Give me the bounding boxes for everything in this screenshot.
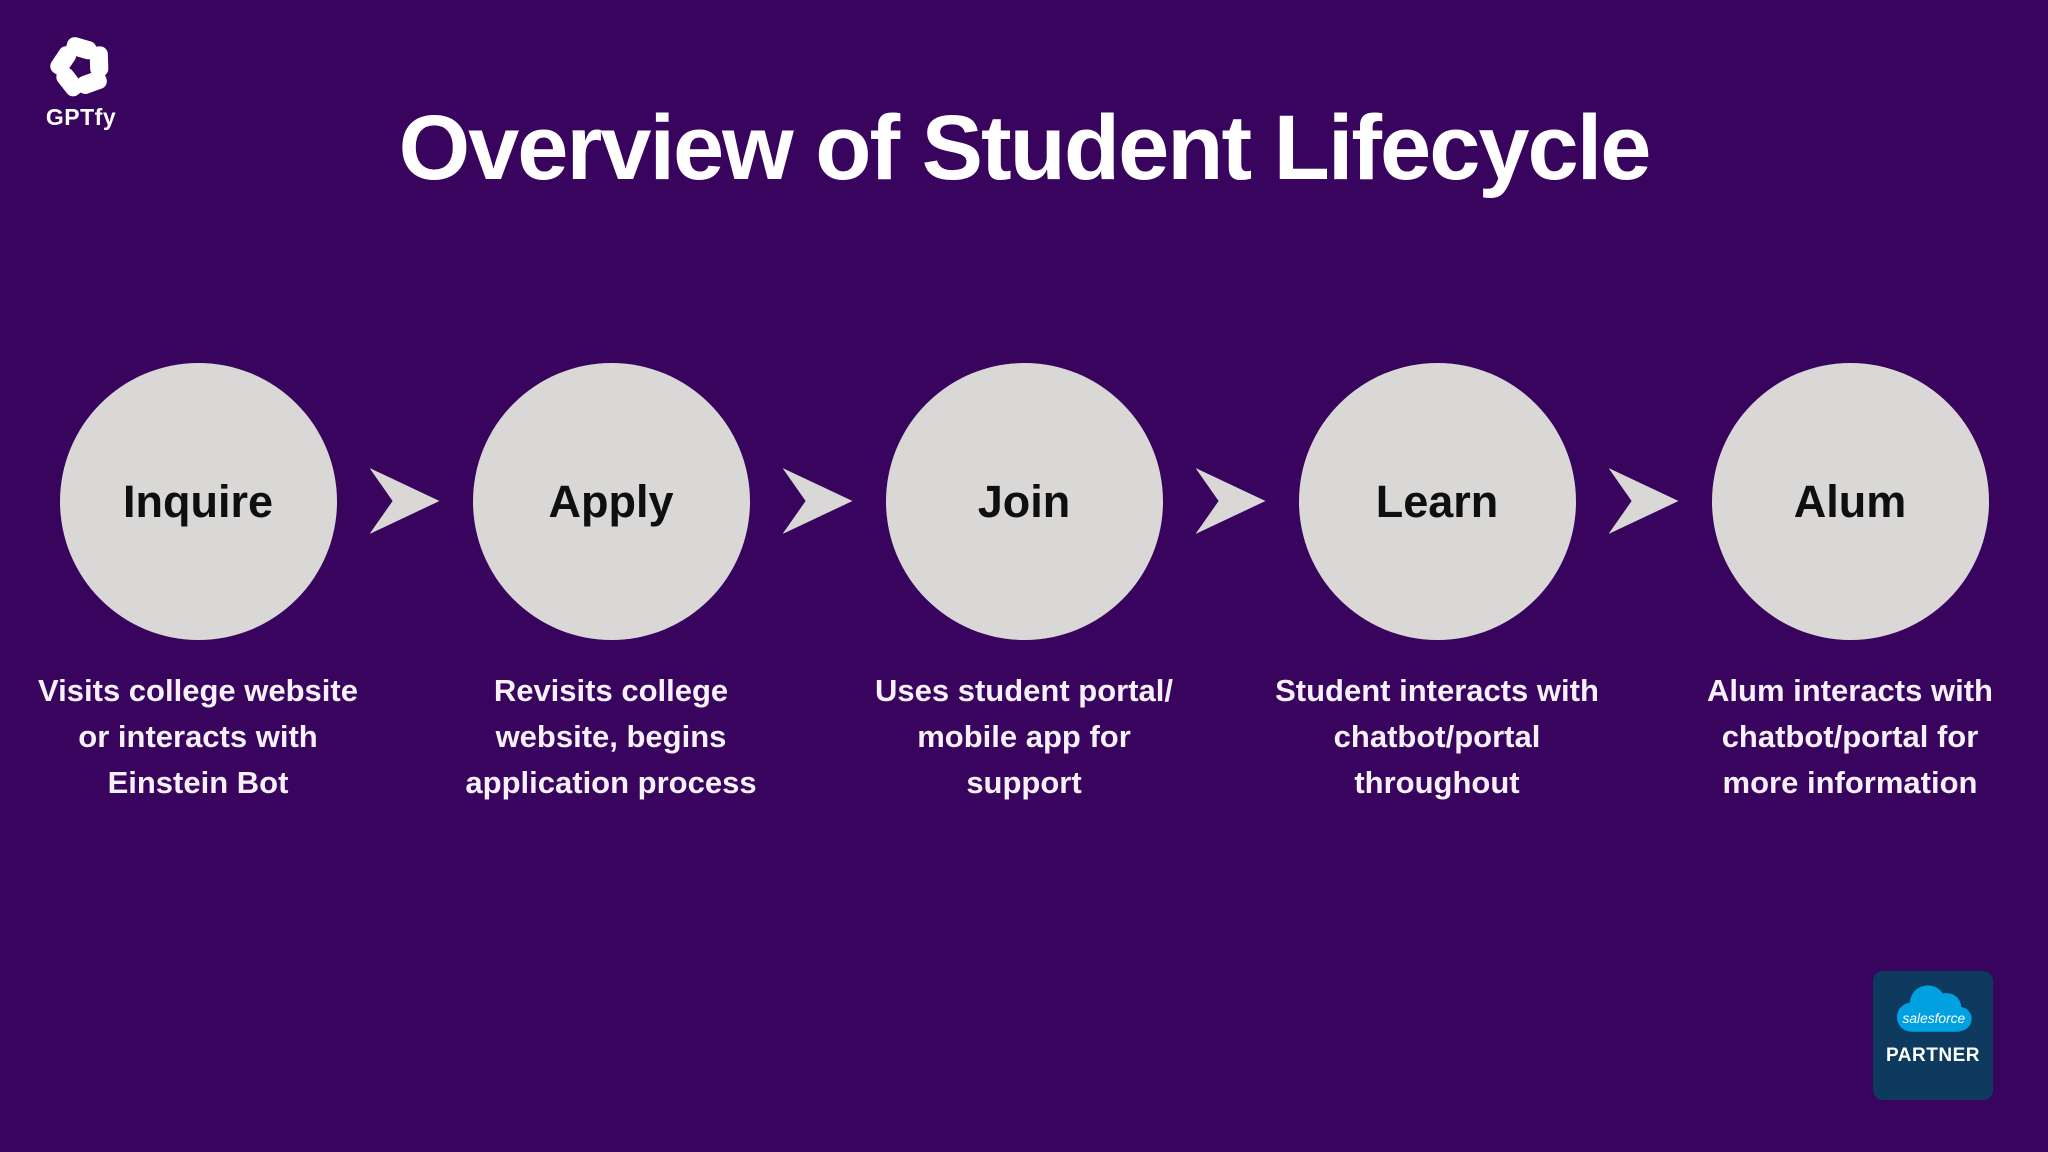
- stage-learn: Learn Student interacts with chatbot/por…: [1266, 363, 1609, 806]
- chevron-right-icon: [369, 468, 440, 534]
- stage-circle: Join: [885, 363, 1163, 640]
- stage-join: Join Uses student portal/ mobile app for…: [853, 363, 1196, 806]
- stage-inquire: Inquire Visits college website or intera…: [27, 363, 370, 806]
- page-title: Overview of Student Lifecycle: [398, 97, 1652, 199]
- stage-circle: Inquire: [59, 363, 337, 640]
- gptfy-pinwheel-icon: [50, 37, 109, 97]
- chevron-right-icon: [1195, 468, 1266, 534]
- stage-label: Alum: [1793, 475, 1907, 527]
- stage-circle: Learn: [1298, 363, 1576, 640]
- partner-label: PARTNER: [1886, 1045, 1980, 1066]
- stage-circle: Alum: [1711, 363, 1989, 640]
- stage-label: Learn: [1375, 475, 1499, 527]
- stage-alum: Alum Alum interacts with chatbot/portal …: [1679, 363, 2022, 806]
- stage-label: Inquire: [122, 475, 273, 527]
- stage-label: Join: [977, 475, 1071, 527]
- stage-apply: Apply Revisits college website, begins a…: [440, 363, 783, 806]
- brand-logo: GPTfy: [44, 32, 118, 131]
- stage-circle: Apply: [472, 363, 750, 640]
- stage-label: Apply: [548, 475, 674, 527]
- salesforce-wordmark: salesforce: [1903, 1011, 1966, 1026]
- stage-description: Uses student portal/ mobile app for supp…: [875, 673, 1173, 800]
- salesforce-partner-badge: salesforce PARTNER: [1873, 971, 1993, 1100]
- chevron-right-icon: [782, 468, 853, 534]
- brand-name: GPTfy: [45, 104, 117, 130]
- chevron-right-icon: [1608, 468, 1679, 534]
- stage-description: Alum interacts with chatbot/portal for m…: [1707, 673, 1993, 800]
- lifecycle-flow: Inquire Visits college website or intera…: [26, 363, 2022, 806]
- stage-description: Student interacts with chatbot/portal th…: [1275, 673, 1599, 800]
- stage-description: Revisits college website, begins applica…: [465, 673, 757, 800]
- stage-description: Visits college website or interacts with…: [38, 673, 358, 800]
- salesforce-cloud-icon: salesforce: [1896, 985, 1972, 1032]
